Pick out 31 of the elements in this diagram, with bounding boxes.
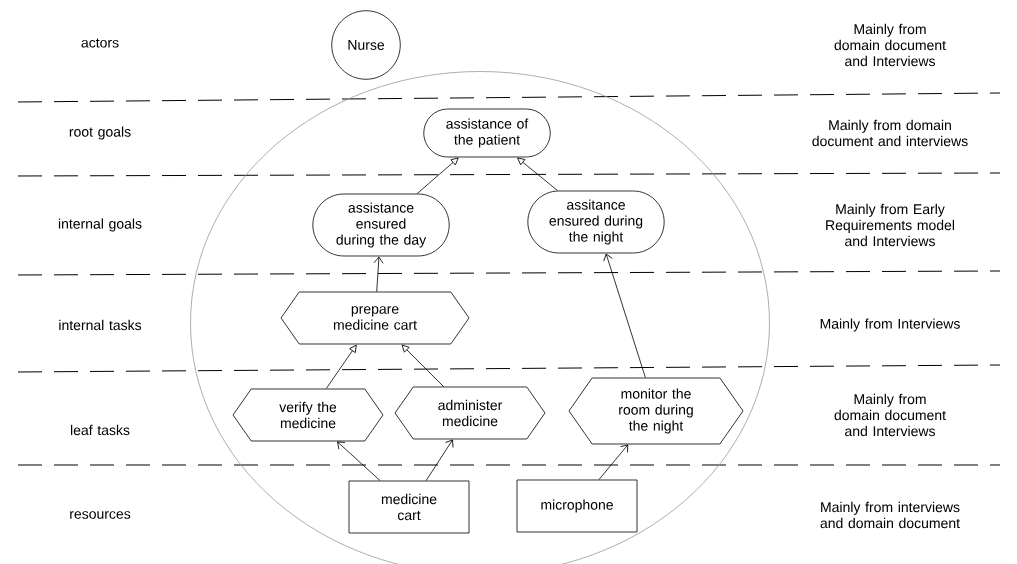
source-note: Mainly from domain document and Interviews bbox=[834, 393, 946, 437]
arrow bbox=[337, 441, 381, 481]
layer-label: internal tasks bbox=[59, 319, 142, 331]
arrow bbox=[425, 439, 454, 481]
arrow bbox=[401, 344, 445, 388]
goal-box: assitance ensured during the night bbox=[527, 190, 665, 254]
goal-box: assistance ensured during the day bbox=[312, 193, 450, 257]
arrow bbox=[416, 157, 459, 194]
task-hexagon: monitor the room during the night bbox=[568, 377, 744, 445]
arrow bbox=[373, 256, 384, 292]
layer-label: internal goals bbox=[58, 218, 142, 232]
source-note: Mainly from interviews and domain document bbox=[820, 501, 960, 529]
task-hexagon: administer medicine bbox=[394, 386, 546, 440]
source-note: Mainly from domain document and interviews bbox=[812, 119, 968, 147]
source-note: Mainly from Early Requirements model and Interviews bbox=[826, 203, 954, 247]
goal-box: assistance of the patient bbox=[423, 108, 551, 158]
source-note: Mainly from Interviews bbox=[820, 318, 960, 332]
layer-label: actors bbox=[81, 38, 119, 48]
source-note: Mainly from domain document and Interviews bbox=[834, 23, 946, 67]
task-hexagon: verify the medicine bbox=[232, 388, 384, 442]
arrow bbox=[603, 253, 646, 378]
actor-boundary bbox=[190, 71, 770, 564]
layer-label: root goals bbox=[69, 126, 131, 140]
layer-label: leaf tasks bbox=[71, 424, 130, 436]
resource-box: medicine cart bbox=[348, 480, 470, 534]
arrow bbox=[325, 344, 357, 389]
task-hexagon: prepare medicine cart bbox=[280, 291, 470, 345]
arrow bbox=[598, 444, 629, 480]
arrow bbox=[517, 157, 558, 191]
layer-label: resources bbox=[70, 511, 131, 519]
resource-box: microphone bbox=[516, 479, 638, 533]
